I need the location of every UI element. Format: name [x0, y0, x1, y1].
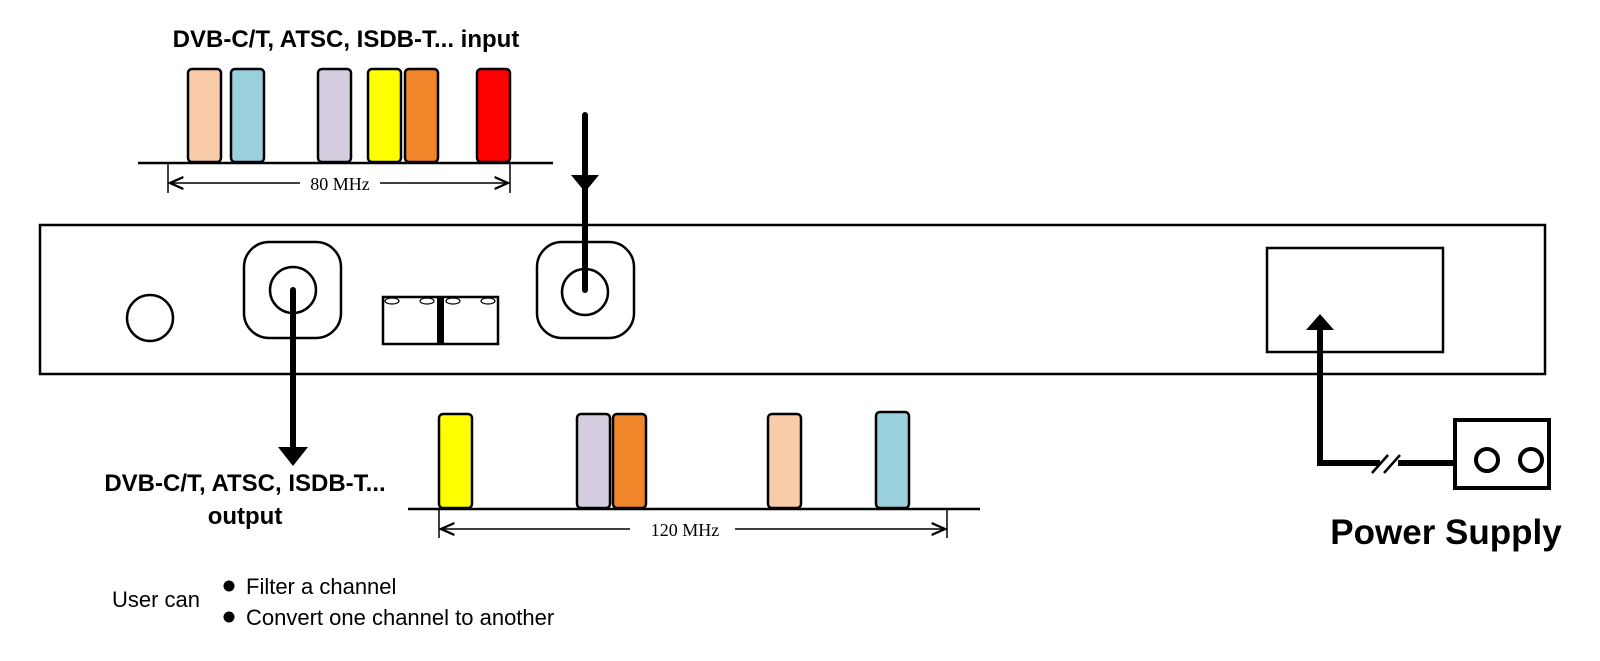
output-signal-arrow	[278, 287, 308, 466]
power-supply-label: Power Supply	[1330, 513, 1562, 552]
input-spectrum	[138, 67, 553, 165]
output-channel-yellow	[437, 412, 474, 510]
output-bandwidth-dimension: 120 MHz	[438, 509, 948, 540]
input-channel-light-blue	[229, 67, 266, 164]
ground-terminal	[125, 293, 175, 343]
output-channel-lavender	[575, 412, 612, 510]
power-supply-terminal-right	[1518, 447, 1544, 473]
bullet-icon	[223, 611, 235, 623]
output-bandwidth-label: 120 MHz	[651, 520, 720, 540]
input-channel-yellow	[366, 67, 403, 164]
input-label: DVB-C/T, ATSC, ISDB-T... input	[173, 26, 520, 53]
dip-switch-block	[381, 295, 500, 346]
input-bandwidth-dimension: 80 MHz	[167, 163, 511, 194]
input-bandwidth-label: 80 MHz	[310, 174, 370, 194]
power-supply-unit	[1453, 418, 1551, 490]
capability-item: Convert one channel to another	[246, 605, 554, 630]
output-label-line2: output	[208, 503, 283, 530]
bullet-icon	[223, 580, 235, 592]
output-channel-light-blue	[874, 410, 911, 510]
user-can-label: User can	[112, 587, 200, 612]
input-channel-lavender	[316, 67, 353, 164]
input-channel-red	[475, 67, 512, 164]
rf-in-connector	[535, 240, 636, 340]
power-socket	[1265, 246, 1445, 354]
power-supply-terminal-left	[1474, 447, 1500, 473]
output-channel-peach	[766, 412, 803, 510]
input-signal-arrow	[571, 112, 599, 293]
output-label-line1: DVB-C/T, ATSC, ISDB-T...	[104, 470, 385, 497]
input-channel-peach	[186, 67, 223, 164]
power-cable	[1306, 314, 1455, 474]
capability-item: Filter a channel	[246, 574, 396, 599]
capability-list: Filter a channel Convert one channel to …	[223, 574, 554, 630]
output-channel-orange	[611, 412, 648, 510]
output-spectrum	[408, 410, 980, 511]
input-channel-orange	[403, 67, 440, 164]
device-chassis	[38, 223, 1547, 376]
